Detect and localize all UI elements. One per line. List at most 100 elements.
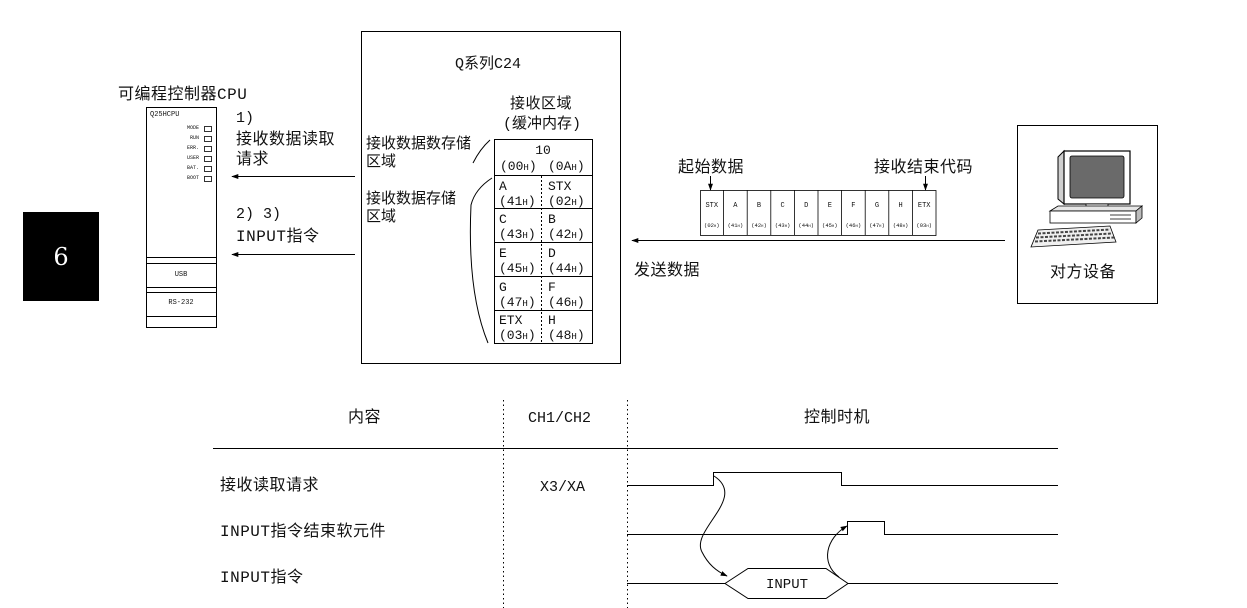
led-indicator-err: [204, 146, 212, 152]
led-label-user: USER: [186, 155, 199, 161]
input-to-complete-arrow: [827, 525, 848, 578]
buffer-cell-char: G: [499, 280, 507, 295]
frame-cell-code: (45H): [822, 222, 838, 229]
buffer-cell-code: (45H): [499, 261, 536, 276]
frame-cell-code: (46H): [845, 222, 862, 229]
timing-row-channel: X3/XA: [540, 479, 586, 496]
timing-row-label: 接收读取请求: [220, 477, 320, 495]
plc-outline: [146, 107, 217, 328]
step1-label-cont: 请求: [236, 151, 270, 169]
receive-buffer-table: [494, 139, 593, 344]
buffer-cell-code: (43H): [499, 227, 536, 242]
led-indicator-bat: [204, 166, 212, 172]
computer-icon: [1030, 149, 1144, 248]
c24-title: Q系列C24: [455, 56, 522, 73]
frame-cell-char: STX: [705, 202, 719, 210]
chapter-tab-background: [23, 212, 99, 301]
frame-cell-char: ETX: [917, 202, 931, 210]
buffer-cell-code: (48H): [548, 328, 585, 343]
plc-cpu-module: [146, 107, 217, 328]
buffer-cell-char: STX: [548, 179, 572, 194]
plc-cpu-label: 可编程控制器CPU: [118, 86, 248, 104]
frame-cell-char: A: [733, 202, 738, 210]
transmission-frame: [700, 190, 937, 236]
led-indicator-mode: [204, 126, 212, 132]
led-indicator-run: [204, 136, 212, 142]
c24-module-outline: [361, 31, 621, 364]
buffer-cell-code: (03H): [499, 328, 536, 343]
receive-area-title: 接收区域: [510, 96, 573, 113]
led-indicator-boot: [204, 176, 212, 182]
led-label-mode: MODE: [186, 125, 199, 131]
frame-cell-code: (48H): [892, 222, 909, 229]
count-area-bracket: [472, 139, 491, 164]
led-label-err: ERR.: [186, 145, 199, 151]
led-label-boot: BOOT: [186, 175, 199, 181]
plc-model-label: Q25HCPU: [150, 111, 180, 119]
led-indicator-user: [204, 156, 212, 162]
chapter-tab-number: 6: [53, 242, 69, 271]
buffer-cell-char: ETX: [499, 313, 523, 328]
buffer-cell-char: D: [548, 246, 556, 261]
buffer-cell-char: F: [548, 280, 556, 295]
count-code-high: (0AH): [548, 159, 585, 174]
timing-row-label: INPUT指令: [220, 569, 304, 587]
frame-cell-code: (43H): [774, 222, 791, 229]
count-area-label: 接收数据数存储: [366, 136, 472, 153]
frame-cell-code: (41H): [727, 222, 744, 229]
frame-cell-char: C: [780, 202, 785, 210]
input-complete-device-signal: [627, 521, 1058, 535]
frame-cell-code: (44H): [798, 222, 814, 229]
buffer-cell-code: (02H): [548, 194, 585, 209]
count-area-label-cont: 区域: [366, 154, 397, 171]
timing-header-channel: CH1/CH2: [528, 410, 592, 427]
data-area-bracket: [469, 177, 493, 344]
count-code-low: (00H): [500, 159, 537, 174]
buffer-cell-char: E: [499, 246, 507, 261]
partner-device-label: 对方设备: [1050, 264, 1117, 282]
send-data-label: 发送数据: [634, 262, 701, 280]
timing-row-label: INPUT指令结束软元件: [220, 523, 387, 541]
data-area-label: 接收数据存储: [366, 191, 457, 208]
frame-cell-char: H: [898, 202, 903, 210]
timing-header-content: 内容: [348, 409, 382, 427]
frame-cell-code: (47H): [869, 222, 885, 229]
buffer-outline: [494, 139, 593, 344]
timing-header-timing: 控制时机: [804, 409, 871, 427]
buffer-cell-char: A: [499, 179, 507, 194]
input-box-label: INPUT: [765, 577, 808, 593]
count-value: 10: [535, 143, 551, 158]
buffer-cell-code: (44H): [548, 261, 585, 276]
start-data-label: 起始数据: [678, 159, 745, 177]
step1-number: 1): [236, 110, 255, 127]
step1-label: 接收数据读取: [236, 131, 336, 149]
receive-read-request-signal: [627, 472, 1058, 486]
buffer-cell-code: (41H): [499, 194, 536, 209]
frame-cell-char: E: [827, 202, 832, 210]
buffer-cell-char: C: [499, 212, 507, 227]
end-code-label: 接收结束代码: [874, 159, 974, 177]
led-label-run: RUN: [189, 135, 199, 141]
buffer-cell-code: (42H): [548, 227, 585, 242]
buffer-cell-code: (47H): [499, 295, 536, 310]
receive-area-subtitle: (缓冲内存): [503, 116, 582, 133]
frame-cell-code: (03H): [916, 222, 932, 229]
frame-cell-char: D: [804, 202, 809, 210]
frame-cell-char: F: [851, 202, 856, 210]
frame-cell-code: (02H): [704, 222, 720, 229]
usb-port-label: USB: [174, 271, 188, 279]
frame-cell-char: B: [756, 202, 762, 210]
rs232-port-label: RS-232: [168, 299, 194, 307]
request-to-input-arrow: [699, 475, 728, 577]
buffer-cell-char: B: [548, 212, 556, 227]
buffer-cell-char: H: [548, 313, 556, 328]
data-area-label-cont: 区域: [366, 209, 397, 226]
step23-number: 2) 3): [236, 206, 282, 223]
buffer-cell-code: (46H): [548, 295, 585, 310]
frame-cell-code: (42H): [751, 222, 767, 229]
step23-label: INPUT指令: [236, 228, 320, 246]
frame-cell-char: G: [874, 202, 880, 210]
partner-device-outline: [1017, 125, 1158, 304]
